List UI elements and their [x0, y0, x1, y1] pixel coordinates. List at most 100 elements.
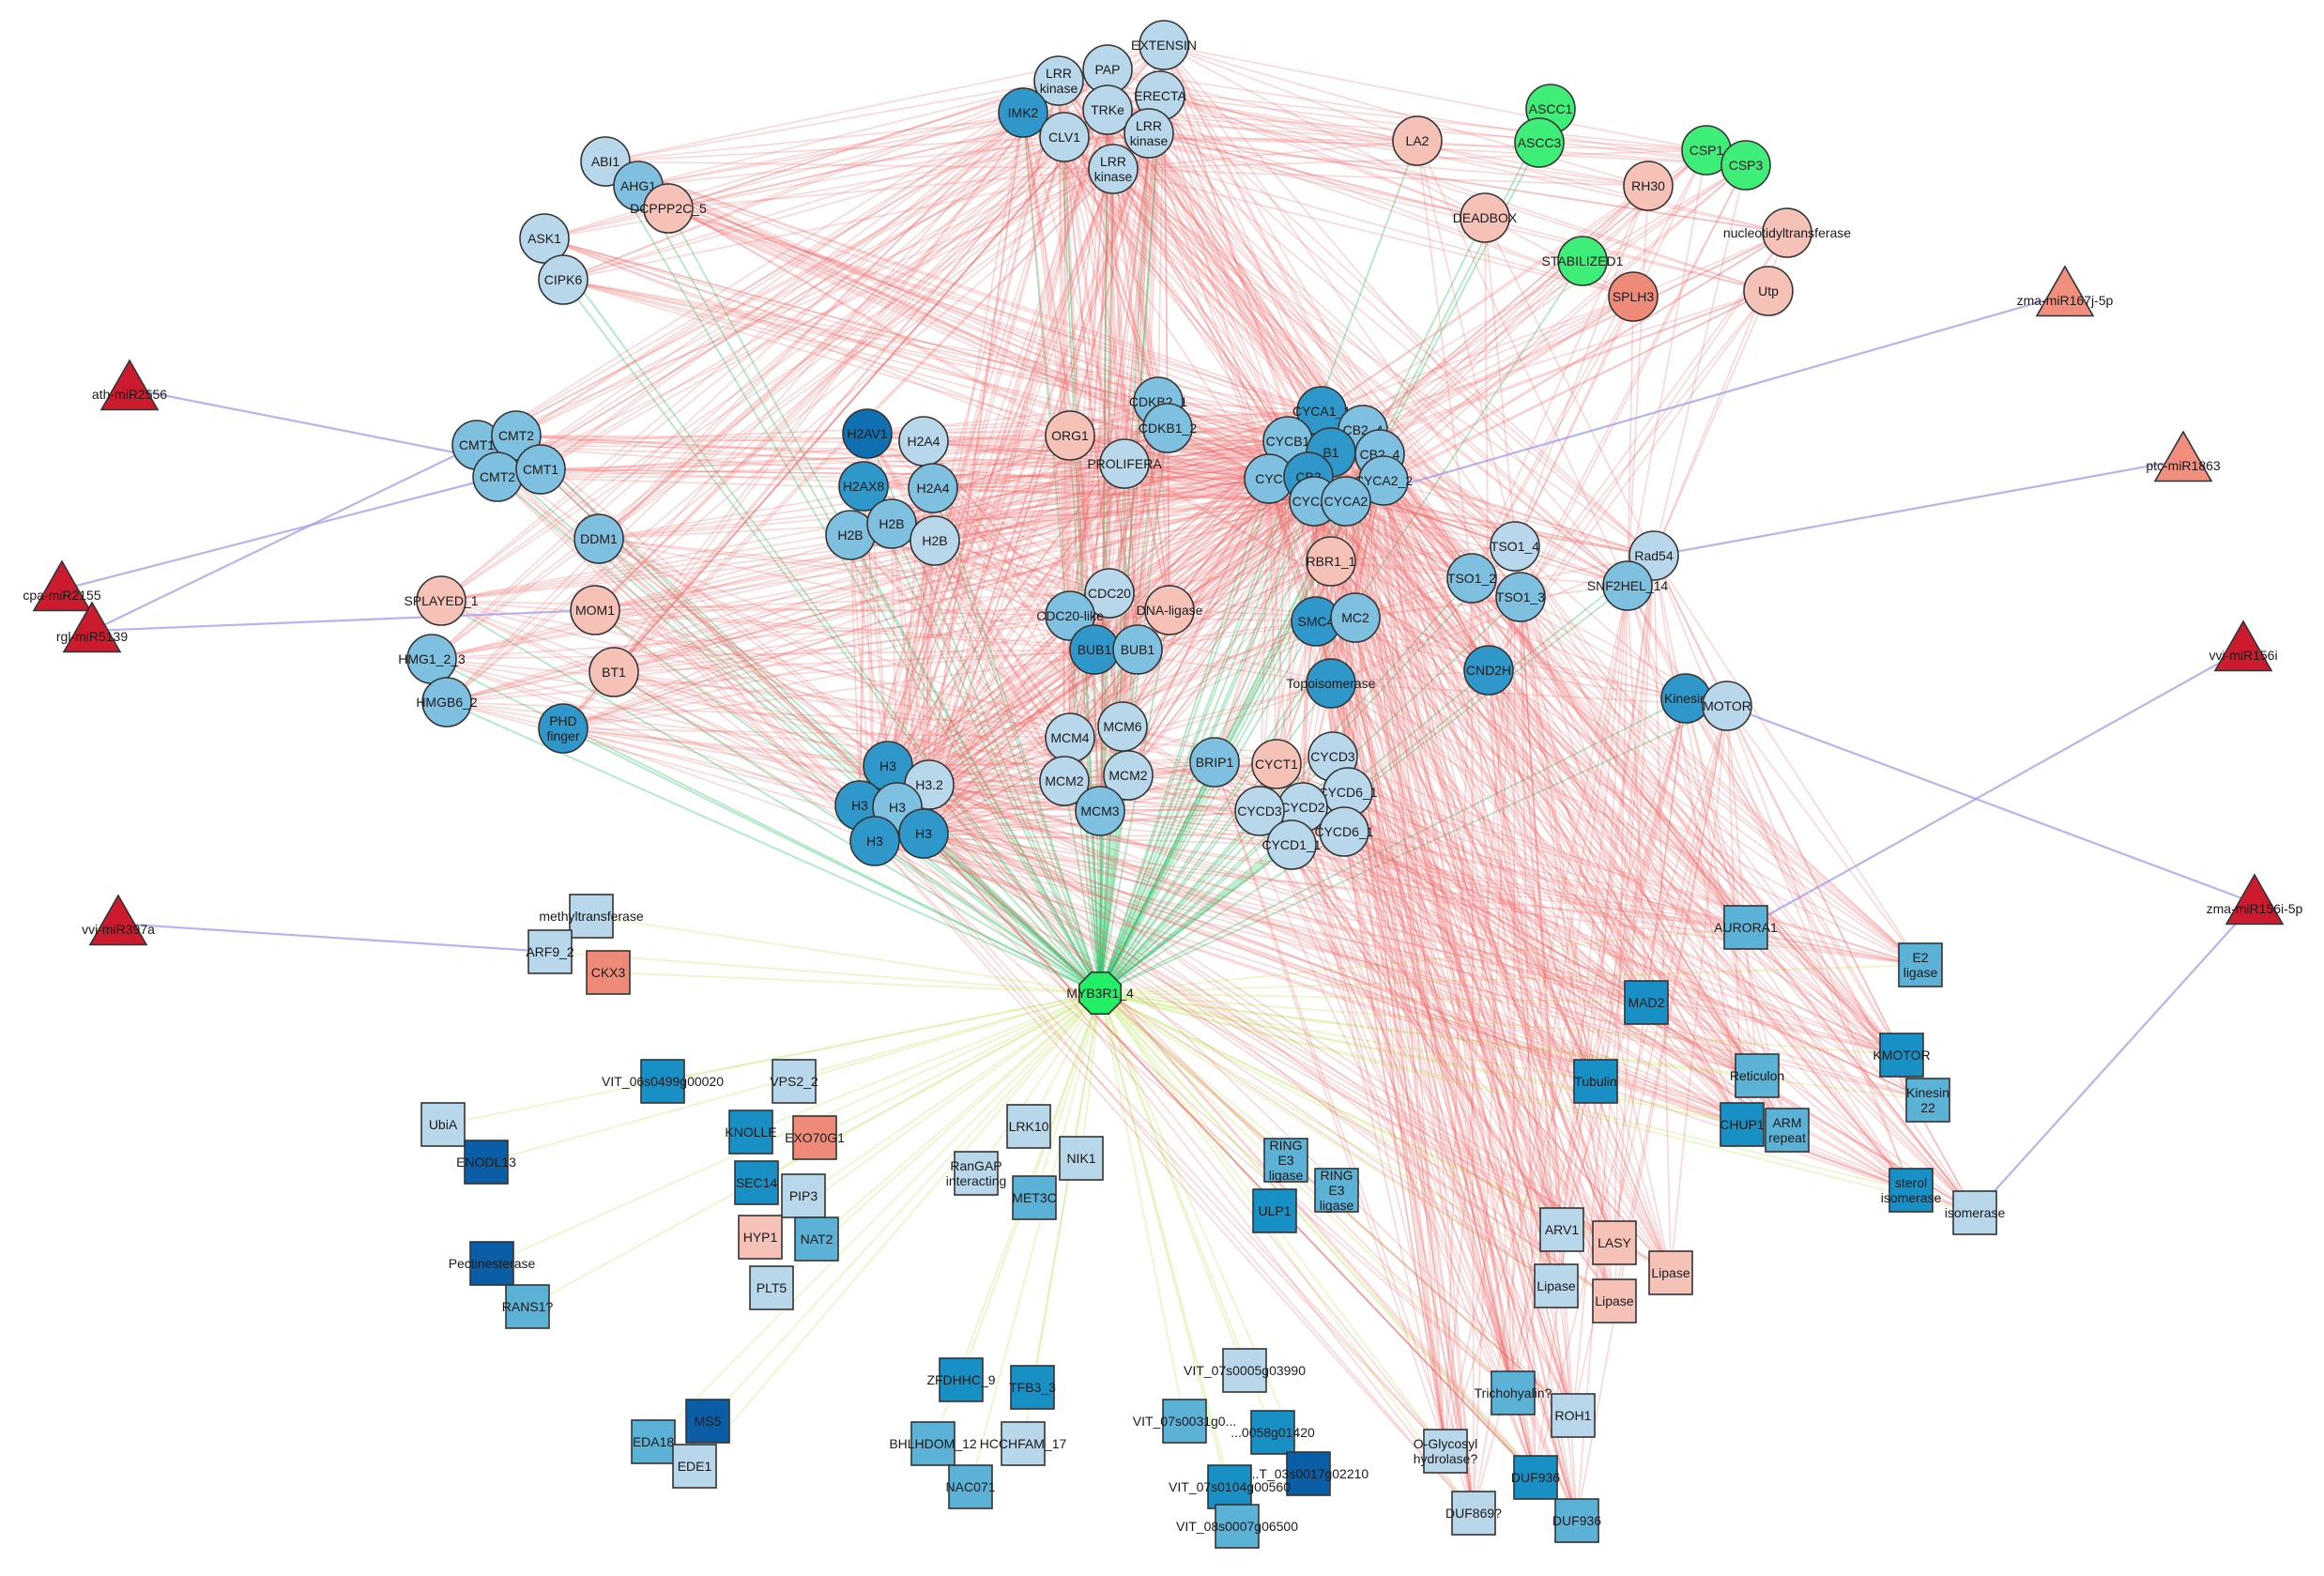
node-tso13[interactable]: TSO1_3 [1495, 572, 1546, 622]
node-csp3[interactable]: CSP3 [1720, 140, 1771, 191]
node-mom1[interactable]: MOM1 [570, 585, 620, 635]
edge-red [874, 840, 1597, 1082]
node-ckx3[interactable]: CKX3 [586, 950, 631, 995]
node-h3e[interactable]: H3 [898, 808, 949, 859]
circle-shape [1660, 673, 1711, 724]
node-org1[interactable]: ORG1 [1045, 410, 1095, 461]
node-lip3[interactable]: Lipase [1592, 1278, 1637, 1324]
node-cyca2b[interactable]: CYCA2 [1321, 476, 1371, 527]
node-splh3[interactable]: SPLH3 [1608, 271, 1659, 322]
node-lasy[interactable]: LASY [1592, 1220, 1637, 1265]
node-arv1[interactable]: ARV1 [1539, 1207, 1584, 1252]
edge-red [1343, 831, 1788, 1131]
edge-red [1159, 95, 1521, 598]
node-h2bc[interactable]: H2B [910, 515, 960, 566]
node-pip3[interactable]: PIP3 [781, 1173, 826, 1218]
node-rbr1[interactable]: RBR1_1 [1306, 536, 1356, 587]
node-duf936a[interactable]: DUF936 [1511, 1455, 1560, 1500]
node-mcm3[interactable]: MCM3 [1075, 786, 1125, 836]
node-h2av[interactable]: H2AV1 [842, 408, 893, 459]
node-knolle[interactable]: KNOLLE [725, 1109, 777, 1155]
edge-red [1535, 705, 1728, 1478]
node-ascc3[interactable]: ASCC3 [1514, 117, 1565, 168]
node-brip1[interactable]: BRIP1 [1189, 737, 1240, 788]
node-imk2[interactable]: IMK2 [998, 87, 1048, 138]
node-sec14[interactable]: SEC14 [734, 1160, 779, 1205]
node-exo70[interactable]: EXO70G1 [785, 1115, 845, 1160]
node-clv1[interactable]: CLV1 [1039, 112, 1090, 162]
node-isom[interactable]: isomerase [1945, 1190, 2006, 1235]
node-cmt2b[interactable]: CMT2 [472, 451, 523, 502]
edge-red [928, 451, 1332, 786]
node-kinesin[interactable]: Kinesin [1660, 673, 1711, 724]
edge-lime [1099, 992, 1929, 1101]
node-h2a4a[interactable]: H2A4 [898, 416, 949, 467]
node-bub1b[interactable]: BUB1 [1112, 624, 1163, 675]
node-ddm1[interactable]: DDM1 [573, 513, 624, 564]
node-tso12[interactable]: TSO1_2 [1446, 553, 1497, 604]
node-lrk10[interactable]: LRK10 [1006, 1104, 1051, 1149]
node-mcm6[interactable]: MCM6 [1097, 701, 1148, 752]
node-tso14[interactable]: TSO1_4 [1490, 521, 1540, 572]
node-cmt1b[interactable]: CMT1 [515, 444, 566, 495]
node-eda18[interactable]: EDA18 [631, 1419, 676, 1464]
node-vps2[interactable]: VPS2_2 [770, 1059, 818, 1104]
node-mad2[interactable]: MAD2 [1624, 980, 1669, 1025]
edge-red [431, 615, 1071, 660]
edge-red [1259, 810, 1574, 1416]
node-nik1[interactable]: NIK1 [1059, 1136, 1104, 1181]
node-duf869[interactable]: DUF869? [1445, 1491, 1502, 1536]
edge-red [1379, 453, 1475, 1514]
node-arf9[interactable]: ARF9_2 [526, 929, 574, 974]
node-lip1[interactable]: Lipase [1648, 1250, 1693, 1295]
node-kmotor[interactable]: KMOTOR [1873, 1033, 1931, 1078]
node-chup1[interactable]: CHUP1 [1720, 1102, 1765, 1147]
node-enodl[interactable]: ENODL13 [456, 1140, 516, 1185]
node-ede1[interactable]: EDE1 [672, 1444, 717, 1489]
node-bub1a[interactable]: BUB1 [1069, 624, 1120, 675]
node-tubulin[interactable]: Tubulin [1573, 1059, 1618, 1104]
edge-red [859, 804, 1597, 1082]
node-la2[interactable]: LA2 [1392, 115, 1443, 166]
node-utp[interactable]: Utp [1743, 266, 1794, 316]
node-ms5[interactable]: MS5 [685, 1399, 730, 1444]
node-ubia[interactable]: UbiA [420, 1102, 466, 1147]
node-rans1[interactable]: RANS1? [502, 1284, 554, 1329]
node-mcm4[interactable]: MCM4 [1045, 712, 1095, 763]
node-lip2[interactable]: Lipase [1534, 1263, 1579, 1308]
node-hyp1[interactable]: HYP1 [738, 1215, 783, 1260]
node-h2bb[interactable]: H2B [866, 498, 917, 549]
node-reticulon[interactable]: Reticulon [1730, 1053, 1784, 1098]
node-ulp1[interactable]: ULP1 [1252, 1188, 1297, 1233]
node-met3c[interactable]: MET3C [1012, 1175, 1057, 1220]
node-duf936b[interactable]: DUF936 [1552, 1498, 1601, 1543]
node-nac071[interactable]: NAC071 [946, 1464, 996, 1509]
node-nat2[interactable]: NAT2 [794, 1216, 839, 1262]
node-motor[interactable]: MOTOR [1702, 681, 1752, 731]
node-roh1[interactable]: ROH1 [1551, 1393, 1596, 1438]
node-h2a4b[interactable]: H2A4 [908, 463, 958, 513]
edge-red [562, 279, 1315, 502]
node-cnd2h[interactable]: CND2H [1463, 645, 1514, 696]
node-mc2[interactable]: MC2 [1330, 592, 1381, 643]
node-tfb3[interactable]: TFB3_3 [1009, 1365, 1056, 1410]
node-bt1[interactable]: BT1 [589, 647, 639, 697]
edge-red [1259, 810, 1921, 966]
edge-red [1576, 705, 1728, 1522]
node-cyct1[interactable]: CYCT1 [1251, 739, 1302, 789]
node-plt5[interactable]: PLT5 [749, 1265, 794, 1310]
node-cipk6[interactable]: CIPK6 [538, 254, 589, 305]
edge-red [1488, 669, 1743, 1125]
node-h3d[interactable]: H3 [849, 816, 900, 866]
node-rh30[interactable]: RH30 [1623, 161, 1674, 211]
